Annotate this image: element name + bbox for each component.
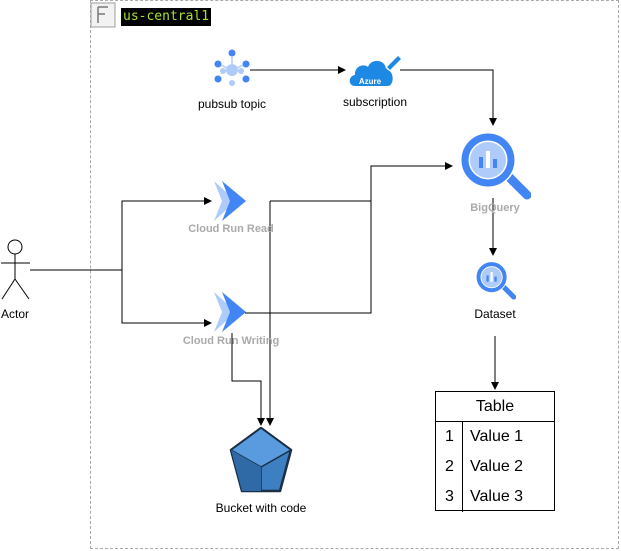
bucket-label: Bucket with code — [215, 501, 307, 515]
region-boundary — [90, 0, 619, 549]
table-row-key: 3 — [436, 482, 463, 512]
edge-actor-cloudrun-read — [30, 197, 212, 271]
subscription-label: subscription — [342, 95, 408, 109]
bigquery-icon — [460, 132, 531, 200]
flag-icon — [90, 2, 116, 28]
table-row: 1 Value 1 — [436, 422, 554, 452]
dataset-label: Dataset — [474, 307, 516, 321]
table-row-key: 1 — [436, 422, 463, 452]
cloud-run-icon — [214, 292, 246, 332]
cloud-run-writing-label: Cloud Run Writing — [182, 335, 280, 347]
table-row-key: 2 — [436, 452, 463, 482]
actor-icon — [1, 239, 30, 300]
edge-subscription-bigquery — [400, 69, 497, 126]
table-title: Table — [436, 392, 554, 422]
bucket-icon — [229, 427, 293, 493]
azure-cloud-icon: Azure — [349, 56, 401, 86]
pubsub-label: pubsub topic — [197, 97, 267, 111]
actor-label: Actor — [0, 307, 30, 321]
azure-badge: Azure — [359, 77, 382, 86]
edge-writing-bigquery — [245, 201, 372, 314]
cloud-run-read-label: Cloud Run Read — [188, 223, 274, 235]
edge-actor-cloudrun-writing — [121, 270, 212, 327]
table-row: 2 Value 2 — [436, 452, 554, 482]
bigquery-icon — [475, 261, 516, 300]
bigquery-label: BigQuery — [470, 202, 520, 214]
region-label: us-central1 — [121, 8, 212, 26]
table-row-value: Value 3 — [470, 488, 524, 505]
edge-writing-bucket — [231, 333, 265, 426]
table-entity: Table 1 Value 1 2 Value 2 3 Value 3 — [435, 391, 555, 512]
cloud-run-icon — [214, 181, 246, 221]
table-row-value: Value 2 — [470, 458, 524, 475]
edge-read-bigquery — [270, 162, 453, 202]
table-row-value: Value 1 — [470, 428, 524, 445]
table-row: 3 Value 3 — [436, 482, 554, 512]
pubsub-icon — [214, 49, 250, 86]
